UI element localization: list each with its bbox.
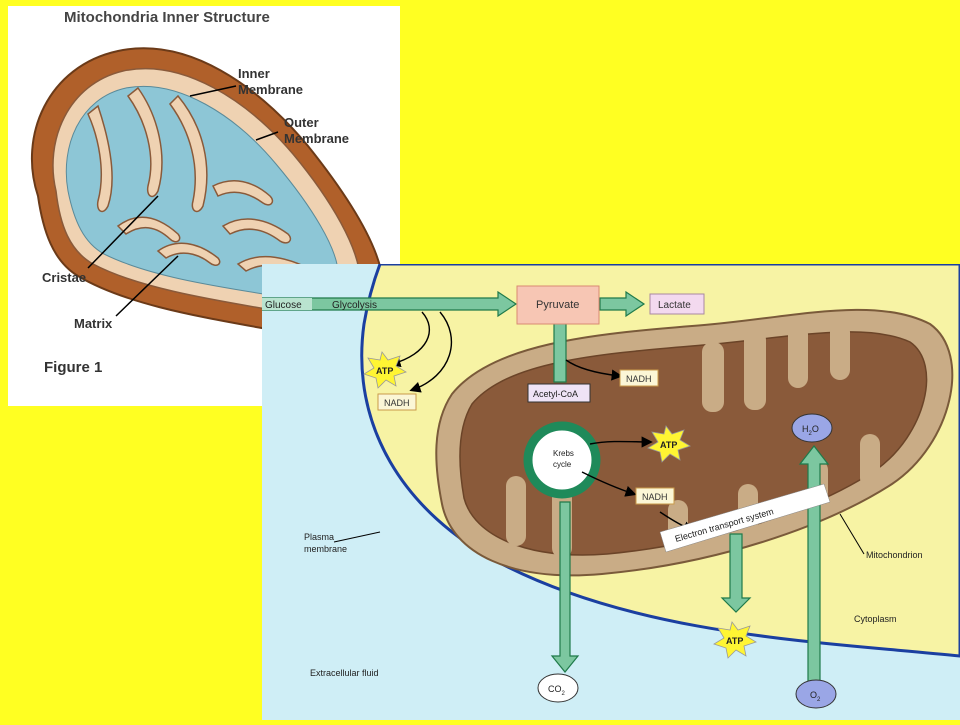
cytoplasm-label: Cytoplasm [854,614,897,624]
atp-burst-krebs [647,425,691,463]
mitochondrion-pointer [839,513,865,555]
glucose-box [262,298,312,310]
mitochondria-structure-figure: Mitochondria Inner Structure Inner Membr… [8,6,400,406]
krebs-cycle-ring [523,421,601,499]
co2-label: CO2 [548,684,566,697]
label-pointer-lines [87,85,279,317]
pathway-arrows [261,290,830,685]
acetyl-coa-label: Acetyl-CoA [533,389,578,399]
nadh-pyruvate-box [619,369,659,387]
electron-transport-band [659,483,831,553]
cellular-respiration-illustration: Glucose Glycolysis Pyruvate Lactate NADH… [261,262,960,709]
atp-krebs-label: ATP [660,440,677,450]
glucose-label: Glucose [265,300,302,311]
plasma-membrane-pointer [333,531,381,543]
pyruvate-box [516,285,600,325]
cristae-label: Cristae [42,270,86,285]
o2-label: O2 [810,690,821,703]
figure-caption: Figure 1 [44,359,102,376]
o2-to-h2o-arrow [798,445,830,685]
krebs-label-line1: Krebs [553,449,574,458]
atp-ets-label: ATP [726,636,743,646]
co2-out-arrow [550,501,580,673]
outer-membrane-label-line2: Membrane [284,131,349,146]
atp-starbursts [363,351,757,659]
atp-glycolysis-label: ATP [376,366,393,376]
ets-to-atp-arrow [720,533,752,613]
nadh-krebs-box [635,487,675,505]
atp-burst-ets [713,621,757,659]
lactate-label: Lactate [658,300,691,311]
lactate-box [649,293,705,315]
nadh-krebs-label: NADH [642,492,668,502]
inner-membrane-label-line1: Inner [238,66,270,81]
pyruvate-down-arrow [553,319,567,383]
mitochondrion-label: Mitochondrion [866,550,923,560]
glycolysis-label: Glycolysis [332,300,377,311]
atp-burst-glycolysis [363,351,407,389]
pyruvate-to-lactate-arrow [599,290,646,318]
co2-oval [537,673,579,703]
h2o-oval [791,413,833,443]
nadh-glycolysis-box [377,393,417,411]
plasma-membrane-label-line2: membrane [304,544,347,554]
byproduct-arrows [389,311,695,533]
krebs-label-line2: cycle [553,460,572,469]
nadh-glycolysis-label: NADH [384,398,410,408]
cristae-folds [87,86,312,277]
plasma-membrane-label-line1: Plasma [304,532,334,542]
outer-membrane-label-line1: Outer [284,115,319,130]
figure-title: Mitochondria Inner Structure [64,9,270,26]
o2-oval [795,679,837,709]
matrix-label: Matrix [74,316,113,331]
inner-membrane-label-line2: Membrane [238,82,303,97]
nadh-pyruvate-label: NADH [626,374,652,384]
pyruvate-label: Pyruvate [536,299,579,311]
extracellular-fluid-label: Extracellular fluid [310,668,379,678]
cellular-respiration-diagram: Glucose Glycolysis Pyruvate Lactate NADH… [261,262,960,720]
acetyl-coa-box [527,383,591,403]
mitochondria-structure-illustration: Mitochondria Inner Structure Inner Membr… [30,9,385,376]
h2o-label: H2O [802,424,819,437]
